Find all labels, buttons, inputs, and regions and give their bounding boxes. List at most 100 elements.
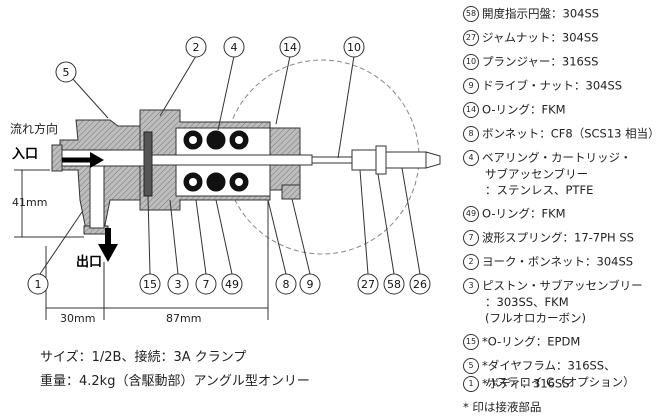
svg-text:2: 2 xyxy=(193,41,200,54)
callout-1: 1 xyxy=(27,273,49,295)
legend-number: 27 xyxy=(463,30,479,46)
spec-weight: 重量：4.2kg（含駆動部）アングル型オンリー xyxy=(40,374,310,389)
legend-text: ベアリング・カートリッジ・ xyxy=(482,150,632,165)
diaphragm xyxy=(143,131,153,197)
inlet-arrow xyxy=(62,152,104,168)
callout-4: 4 xyxy=(223,36,245,58)
callout-58: 58 xyxy=(383,273,405,295)
svg-text:3: 3 xyxy=(175,278,182,291)
spec-size-connection: サイズ：1/2B、接続：3A クランプ xyxy=(40,350,247,365)
legend-item-5-sub1: ハステロイ C（オプション） xyxy=(485,375,635,389)
legend-number: 49 xyxy=(463,206,479,222)
legend-item-3-sub1: ：303SS、FKM xyxy=(485,295,569,309)
legend-number: 3 xyxy=(463,278,479,294)
legend-text: *O-リング：EPDM xyxy=(482,334,581,349)
legend-item-5: 5*ダイヤフラム：316SS、 xyxy=(463,358,616,374)
callout-15: 15 xyxy=(139,273,161,295)
legend-text: 開度指示円盤：304SS xyxy=(482,6,600,21)
legend-number: 9 xyxy=(463,78,479,94)
callout-10: 10 xyxy=(343,36,365,58)
svg-text:8: 8 xyxy=(283,278,290,291)
legend-text: 波形スプリング：17-7PH SS xyxy=(482,230,634,245)
plunger-stem xyxy=(151,154,313,166)
svg-text:5: 5 xyxy=(63,66,70,79)
jam-nut xyxy=(375,145,387,175)
svg-text:26: 26 xyxy=(413,278,427,291)
legend-number: 5 xyxy=(463,358,479,374)
legend-item-15: 15*O-リング：EPDM xyxy=(463,334,580,350)
footnote-wetted-parts: * 印は接液部品 xyxy=(463,400,542,414)
svg-text:27: 27 xyxy=(361,278,375,291)
dimension-41mm-text: 41mm xyxy=(12,196,47,209)
dimension-41mm xyxy=(14,169,84,238)
legend-text: ボンネット：CF8（SCS13 相当） xyxy=(482,126,660,141)
legend-number: 7 xyxy=(463,230,479,246)
legend-text: ヨーク・ボンネット：304SS xyxy=(482,254,634,269)
callout-49: 49 xyxy=(221,273,243,295)
legend-number: 15 xyxy=(463,334,479,350)
legend-number: 4 xyxy=(463,150,479,166)
drive-nut xyxy=(281,184,301,200)
drive-end xyxy=(385,151,427,169)
stem-rod xyxy=(311,156,353,164)
svg-text:14: 14 xyxy=(283,41,297,54)
callout-5: 5 xyxy=(55,61,77,83)
callout-7: 7 xyxy=(195,273,217,295)
legend-item-4-sub2: ：ステンレス、PTFE xyxy=(485,183,594,197)
legend-item-3-sub2: (フルオロカーボン) xyxy=(485,311,586,325)
outlet-label: 出口 xyxy=(76,254,102,270)
callout-9: 9 xyxy=(299,273,321,295)
legend-text: *ダイヤフラム：316SS、 xyxy=(482,358,616,373)
inlet-flange xyxy=(51,144,63,172)
svg-text:1: 1 xyxy=(35,278,42,291)
callout-27: 27 xyxy=(357,273,379,295)
legend-item-body: 1*ボディ：316SS xyxy=(463,376,570,392)
callout-3: 3 xyxy=(167,273,189,295)
legend-text: ジャムナット：304SS xyxy=(482,30,599,45)
callout-leaders xyxy=(39,55,421,275)
svg-text:4: 4 xyxy=(231,41,238,54)
svg-text:15: 15 xyxy=(143,278,157,291)
indicator-disc xyxy=(351,149,377,171)
dimension-30mm-text: 30mm xyxy=(60,312,95,325)
legend-number: 8 xyxy=(463,126,479,142)
svg-text:10: 10 xyxy=(347,41,361,54)
legend-item-4-sub1: サブアッセンブリー xyxy=(485,167,589,181)
svg-text:49: 49 xyxy=(225,278,239,291)
legend-number: 10 xyxy=(463,54,479,70)
svg-text:9: 9 xyxy=(307,278,314,291)
legend-number: 1 xyxy=(463,376,479,392)
drive-tip xyxy=(425,151,441,169)
flow-direction-label: 流れ方向 xyxy=(10,121,58,136)
legend-text: O-リング：FKM xyxy=(482,206,566,221)
outlet-passage xyxy=(89,165,105,229)
legend-number: 2 xyxy=(463,254,479,270)
callout-2: 2 xyxy=(185,36,207,58)
legend-text: O-リング：FKM xyxy=(482,102,566,117)
svg-text:7: 7 xyxy=(203,278,210,291)
legend-number: 14 xyxy=(463,102,479,118)
callout-8: 8 xyxy=(275,273,297,295)
svg-text:58: 58 xyxy=(387,278,401,291)
callout-26: 26 xyxy=(409,273,431,295)
dimension-87mm-text: 87mm xyxy=(166,312,201,325)
legend-text: ピストン・サブアッセンブリー xyxy=(482,278,643,293)
legend-text: *ボディ：316SS xyxy=(482,376,570,391)
callout-14: 14 xyxy=(279,36,301,58)
legend-text: ドライブ・ナット：304SS xyxy=(482,78,623,93)
outlet-arrow xyxy=(98,228,118,262)
legend-text: プランジャー：316SS xyxy=(482,54,599,69)
legend-number: 58 xyxy=(463,6,479,22)
